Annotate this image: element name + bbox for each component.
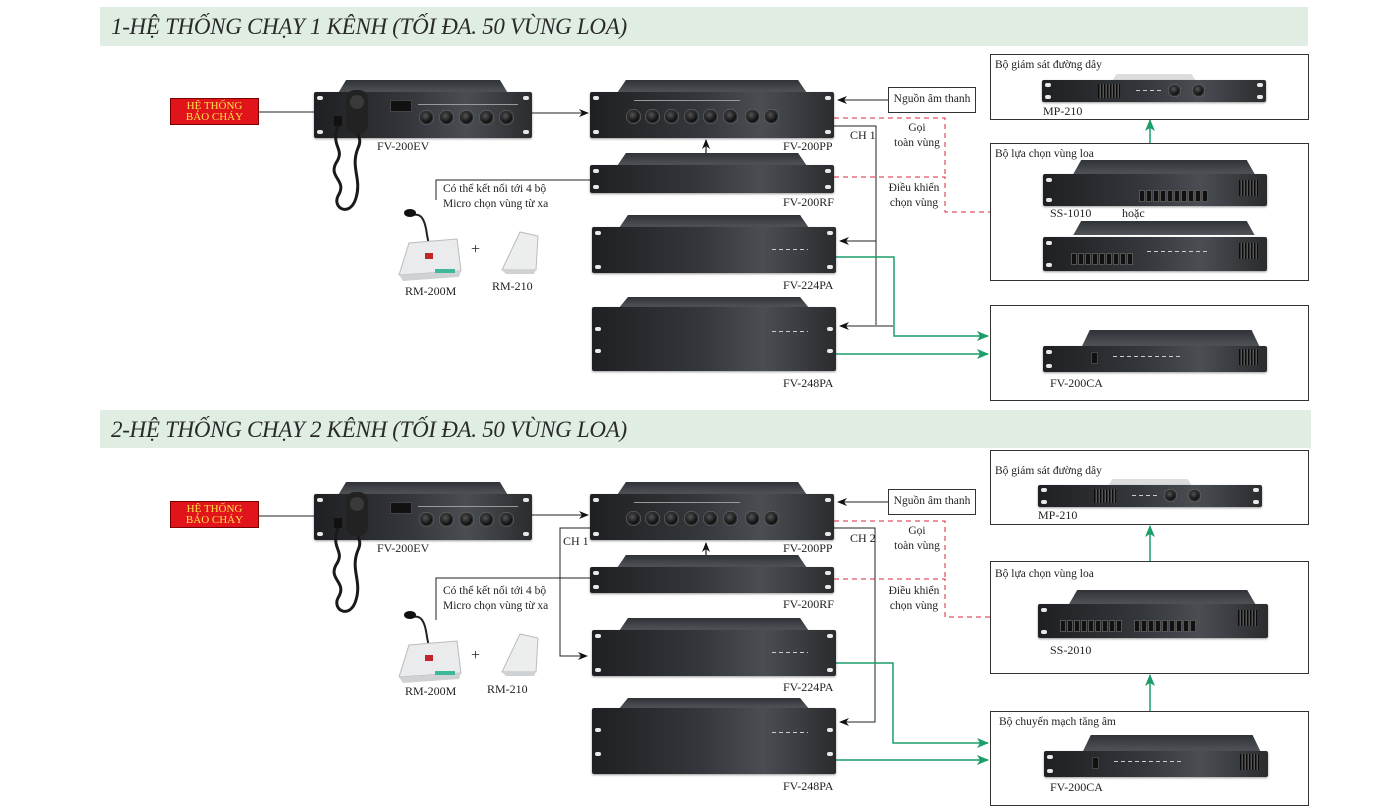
zone-control-line2: chọn vùng: [889, 197, 939, 209]
zone-control-line1-2: Điều khiển: [888, 585, 940, 597]
zone-selector-title-2: Bộ lựa chọn vùng loa: [995, 568, 1094, 580]
label-rm-210-2: RM-210: [487, 682, 528, 696]
zone-control-label: Điều khiển chọn vùng: [882, 181, 946, 211]
remote-note-line2: Micro chọn vùng từ xa: [443, 198, 549, 210]
fire-alarm-line1: HỆ THỐNG: [186, 100, 243, 112]
device-fv-200rf: [590, 153, 834, 193]
remote-mic-note: Có thể kết nối tới 4 bộ Micro chọn vùng …: [443, 182, 548, 212]
rm-210-extension-icon-2: [501, 633, 539, 676]
wire-remote-to-rf-2: [435, 577, 590, 620]
wire-ch2-bus-2: [834, 527, 876, 726]
label-fv-200rf: FV-200RF: [783, 195, 834, 209]
signal-224-to-ca: [836, 256, 989, 341]
audio-source-box: Nguồn âm thanh: [888, 87, 976, 113]
device-fv-200ca: [1043, 330, 1267, 372]
zone-selector-title: Bộ lựa chọn vùng loa: [995, 148, 1094, 160]
label-fv-248pa-2: FV-248PA: [783, 779, 834, 793]
remote-note-line1-2: Có thể kết nối tới 4 bộ: [443, 585, 547, 597]
label-fv-224pa-2: FV-224PA: [783, 680, 834, 694]
rm-200m-paging-console-icon-2: [398, 611, 462, 683]
device-mp-210: [1042, 74, 1266, 102]
call-all-line1-2: Gọi: [908, 525, 926, 537]
line-monitor-title: Bộ giám sát đường dây: [995, 59, 1102, 71]
fire-alarm-system: HỆ THỐNG BÁO CHÁY: [170, 98, 259, 125]
device-mp-210-2: [1038, 479, 1262, 507]
label-fv-200ca: FV-200CA: [1050, 376, 1103, 390]
handheld-microphone-icon-2: [332, 492, 368, 613]
fire-alarm-system-2: HỆ THỐNG BÁO CHÁY: [170, 501, 259, 528]
label-fv-200rf-2: FV-200RF: [783, 597, 834, 611]
call-all-label-2: Gọi toàn vùng: [888, 524, 946, 554]
device-fv-224pa: [592, 215, 836, 273]
device-fv-248pa: [592, 297, 836, 371]
label-fv-200ev: FV-200EV: [377, 139, 430, 153]
label-fv-224pa: FV-224PA: [783, 278, 834, 292]
or-label: hoặc: [1122, 206, 1145, 220]
device-ss-2010-alt: [1043, 221, 1267, 271]
channel-label-ch1-2: CH 1: [563, 534, 589, 548]
dash-call-all: [834, 117, 946, 176]
zone-control-label-2: Điều khiển chọn vùng: [882, 584, 946, 614]
label-fv-200pp-2: FV-200PP: [783, 541, 833, 555]
label-rm-200m: RM-200M: [405, 284, 457, 298]
label-mp-210-2: MP-210: [1038, 508, 1078, 522]
device-fv-248pa-2: [592, 698, 836, 774]
label-fv-200ca-2: FV-200CA: [1050, 780, 1103, 794]
wire-ch1-bus: [834, 125, 877, 325]
call-all-line2-2: toàn vùng: [894, 540, 940, 552]
plus-sign: +: [471, 241, 481, 258]
fire-alarm-line2: BÁO CHÁY: [185, 111, 244, 123]
dash-call-all-2: [834, 520, 946, 579]
label-ss-2010: SS-2010: [1050, 643, 1092, 657]
label-rm-200m-2: RM-200M: [405, 684, 457, 698]
device-fv-200pp-2: [590, 482, 834, 540]
label-ss-1010: SS-1010: [1050, 206, 1092, 220]
device-fv-224pa-2: [592, 618, 836, 676]
label-fv-200pp: FV-200PP: [783, 139, 833, 153]
dash-zone-control-2: [834, 578, 990, 618]
device-ss-2010: [1038, 590, 1268, 638]
label-mp-210: MP-210: [1043, 104, 1083, 118]
plus-sign-2: +: [471, 647, 481, 664]
section2-wires: [259, 498, 1155, 765]
zone-control-line2-2: chọn vùng: [889, 600, 939, 612]
audio-source-box-2: Nguồn âm thanh: [888, 489, 976, 515]
call-all-line1: Gọi: [908, 122, 926, 134]
amp-switcher-title-2: Bộ chuyển mạch tăng âm: [999, 716, 1116, 728]
wire-ch1-bus-2: [559, 527, 590, 660]
signal-224-to-ca-2: [836, 662, 989, 748]
remote-note-line2-2: Micro chọn vùng từ xa: [443, 600, 549, 612]
device-fv-200rf-2: [590, 555, 834, 593]
label-fv-200ev-2: FV-200EV: [377, 541, 430, 555]
rm-210-extension-icon: [501, 231, 539, 274]
rm-200m-paging-console-icon: [398, 209, 462, 281]
section1-header: [100, 7, 1308, 46]
wire-remote-to-rf: [435, 179, 590, 200]
label-fv-248pa: FV-248PA: [783, 376, 834, 390]
section1-title: 1-HỆ THỐNG CHẠY 1 KÊNH (TỐI ĐA. 50 VÙNG …: [111, 14, 627, 39]
dash-zone-control: [834, 176, 990, 213]
section2-title: 2-HỆ THỐNG CHẠY 2 KÊNH (TỐI ĐA. 50 VÙNG …: [111, 417, 627, 442]
channel-label-ch2-2: CH 2: [850, 531, 876, 545]
call-all-line2: toàn vùng: [894, 137, 940, 149]
section2-header: [100, 410, 1311, 448]
remote-note-line1: Có thể kết nối tới 4 bộ: [443, 183, 547, 195]
fire-alarm-line1-2: HỆ THỐNG: [186, 503, 243, 515]
device-fv-200pp: [590, 80, 834, 138]
handheld-microphone-icon: [332, 90, 368, 211]
device-ss-1010: [1043, 160, 1267, 206]
call-all-label: Gọi toàn vùng: [888, 121, 946, 151]
fire-alarm-line2-2: BÁO CHÁY: [185, 514, 244, 526]
section1-wires: [259, 96, 1155, 359]
remote-mic-note-2: Có thể kết nối tới 4 bộ Micro chọn vùng …: [443, 584, 548, 614]
zone-control-line1: Điều khiển: [888, 182, 940, 194]
line-monitor-title-2: Bộ giám sát đường dây: [995, 465, 1102, 477]
device-fv-200ca-2: [1044, 735, 1268, 777]
channel-label-ch1: CH 1: [850, 128, 876, 142]
label-rm-210: RM-210: [492, 279, 533, 293]
